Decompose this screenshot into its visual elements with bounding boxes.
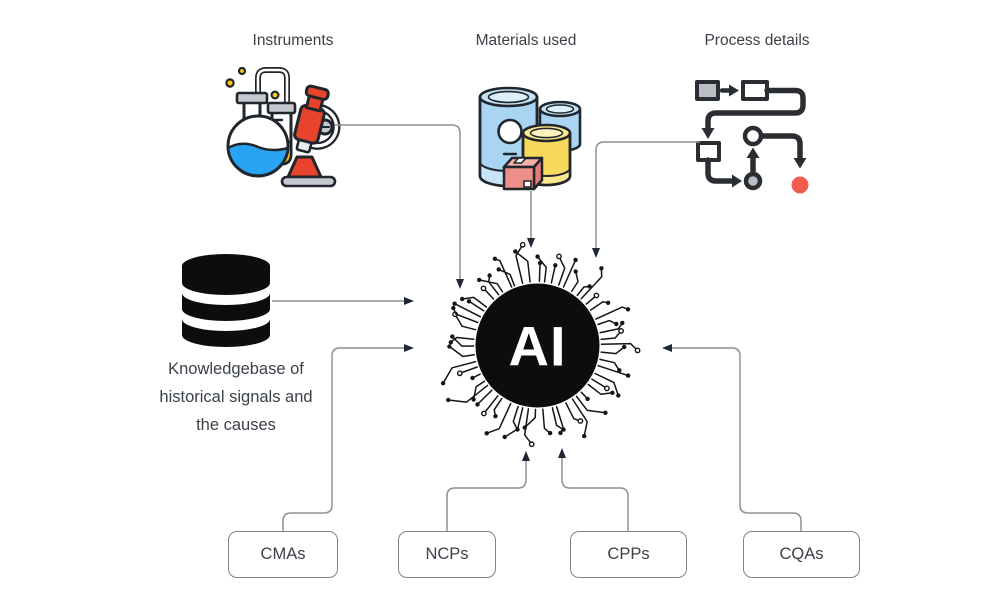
- instruments-section-label: Instruments: [252, 32, 334, 49]
- box-label: CQAs: [779, 545, 824, 563]
- ai-label: AI: [509, 315, 567, 378]
- process-end-dot: [791, 176, 809, 194]
- circuit-traces: [440, 241, 641, 448]
- box-label: CMAs: [260, 545, 306, 563]
- connector-ncps-to-ai: [446, 451, 530, 531]
- caption-line: historical signals and: [159, 388, 313, 406]
- glass-tube-icon: [255, 67, 290, 107]
- knowledgebase-caption: Knowledgebase of historical signals and …: [121, 355, 351, 439]
- box-ncps: NCPs: [398, 531, 496, 578]
- ai-circuit-chip-icon: AI: [440, 241, 641, 448]
- process-section-label: Process details: [704, 32, 810, 49]
- lab-instruments-icon: [225, 66, 341, 188]
- microscope-icon: [280, 84, 341, 188]
- materials-section-label: Materials used: [475, 32, 577, 49]
- box-icon: [502, 156, 544, 191]
- database-icon: [182, 254, 270, 347]
- box-label: CPPs: [607, 545, 650, 563]
- caption-line: Knowledgebase of: [168, 360, 304, 378]
- box-cpps: CPPs: [570, 531, 687, 578]
- flowchart-shapes: [695, 80, 809, 194]
- connector-cqas-to-ai: [662, 344, 802, 531]
- caption-line: the causes: [196, 416, 276, 434]
- bubbles-icon: [225, 66, 280, 100]
- connector-cpps-to-ai: [558, 448, 629, 531]
- material-jars-icon: [478, 86, 582, 191]
- database-disks: [182, 254, 270, 347]
- box-cqas: CQAs: [743, 531, 860, 578]
- ai-circle: [475, 283, 600, 408]
- flowchart-icon: [695, 80, 809, 194]
- box-cmas: CMAs: [228, 531, 338, 578]
- box-label: NCPs: [425, 545, 469, 563]
- connector-process-to-ai: [592, 141, 700, 258]
- flask-icon: [226, 91, 290, 178]
